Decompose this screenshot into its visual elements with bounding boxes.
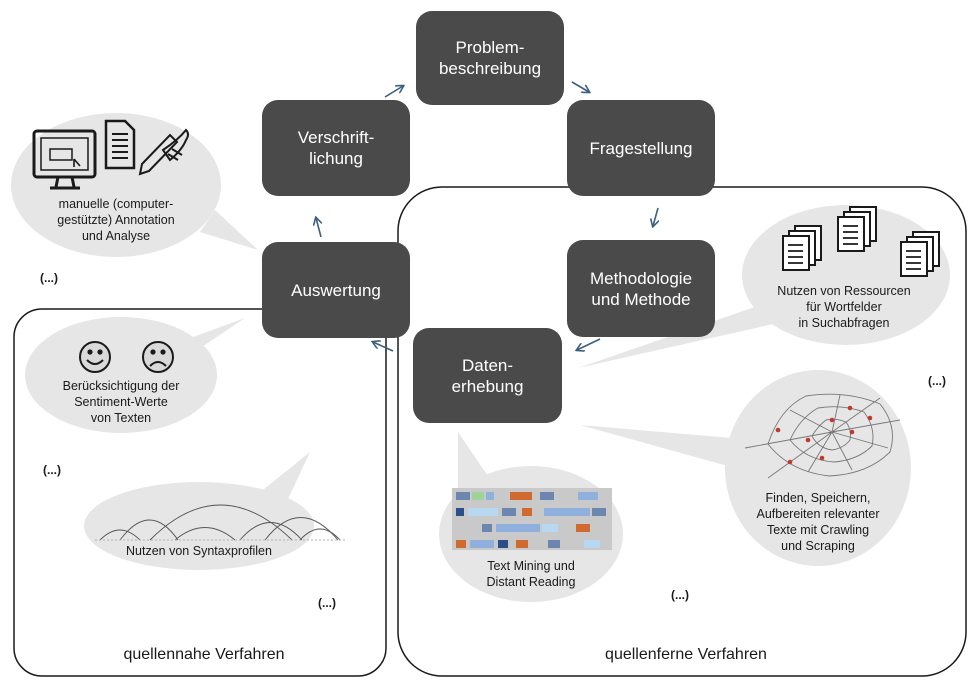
- ellipsis-sentiment: (...): [43, 463, 61, 477]
- step-datenerhebung: Daten- erhebung: [413, 328, 562, 423]
- step-problembeschreibung: Problem- beschreibung: [416, 11, 564, 105]
- bubble-crawling-text: Finden, Speichern, Aufbereiten relevante…: [756, 491, 880, 553]
- region-label-far: quellenferne Verfahren: [605, 646, 767, 663]
- bubble-syntax-text: Nutzen von Syntaxprofilen: [126, 544, 272, 558]
- monitor-icon: [32, 129, 97, 190]
- bubble-syntax: [84, 452, 314, 570]
- documents-stack-icon: [782, 206, 940, 277]
- bubble-annotation-text: manuelle (computer- gestützte) Annotatio…: [57, 197, 175, 243]
- step-verschriftlichung: Verschrift- lichung: [262, 100, 410, 196]
- dependency-arcs-icon: [95, 504, 345, 541]
- arrow-fragestellung-to-methodologie: [653, 207, 658, 226]
- ellipsis-ressourcen: (...): [928, 374, 946, 388]
- happy-face-icon: [79, 341, 111, 373]
- text-mining-visual-icon: [452, 488, 612, 550]
- ellipsis-annotation: (...): [40, 271, 58, 285]
- step-fragestellung: Fragestellung: [567, 100, 715, 196]
- region-label-near: quellennahe Verfahren: [123, 646, 285, 663]
- step-auswertung: Auswertung: [262, 242, 410, 338]
- arrow-datenerhebung-to-auswertung: [373, 342, 394, 352]
- arrow-problem-to-fragestellung: [571, 81, 589, 92]
- spider-web-icon: [744, 393, 901, 479]
- ellipsis-far-bottom: (...): [671, 588, 689, 602]
- arrow-verschriftlichung-to-problem: [384, 86, 403, 98]
- bubble-crawling: [580, 370, 911, 566]
- web-nodes: [775, 405, 873, 465]
- ellipsis-near-bottom: (...): [318, 596, 336, 610]
- step-methodologie: Methodologie und Methode: [567, 240, 715, 337]
- writing-hand-icon: [138, 128, 189, 176]
- bubble-ressourcen-text: Nutzen von Ressourcen für Wortfelder in …: [777, 284, 911, 330]
- sad-face-icon: [142, 341, 174, 373]
- arrow-methodologie-to-datenerhebung: [577, 338, 601, 350]
- bubble-sentiment-text: Berücksichtigung der Sentiment-Werte von…: [62, 379, 180, 425]
- region-frame-near: [13, 308, 387, 677]
- bubble-textmining-text: Text Mining und Distant Reading: [486, 559, 576, 589]
- document-icon: [104, 119, 136, 170]
- arrow-auswertung-to-verschriftlichung: [316, 218, 321, 238]
